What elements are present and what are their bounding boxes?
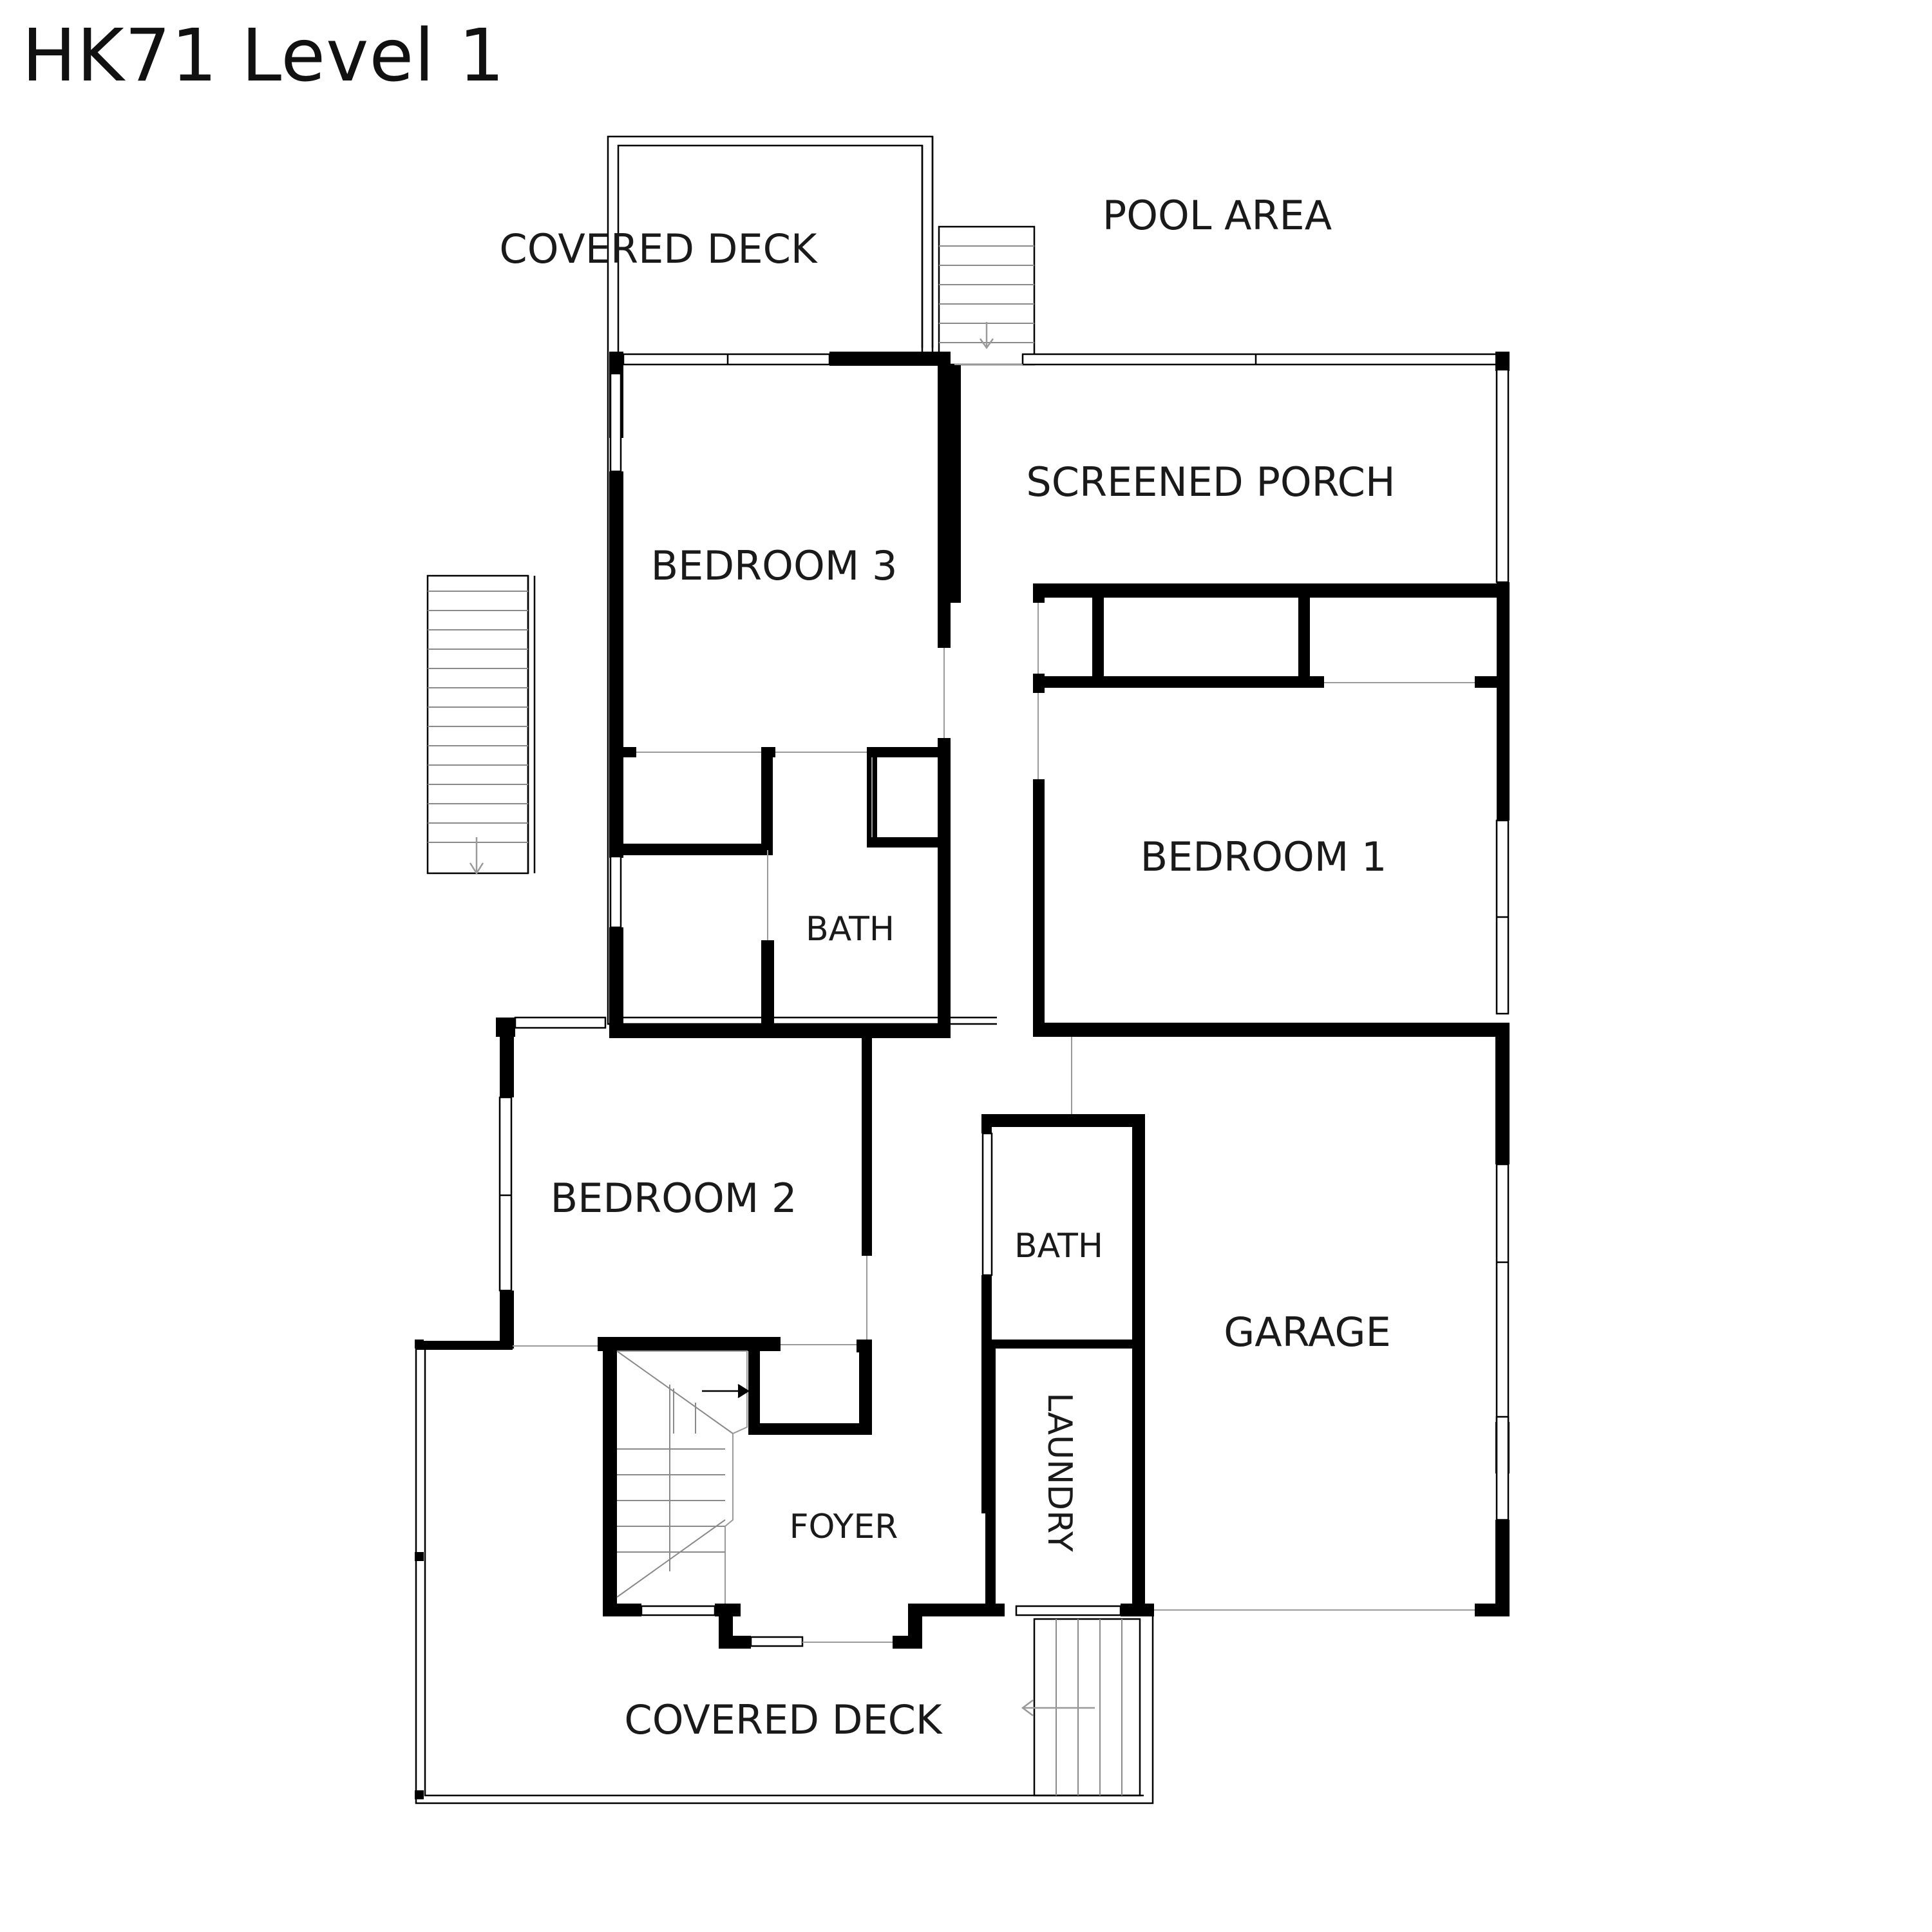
lower-deck-stairs: [1021, 1618, 1141, 1797]
label-bath-upper: BATH: [806, 910, 895, 949]
lower-deck-outline: [415, 1340, 1154, 1804]
foyer-walls: [598, 1337, 1005, 1649]
label-laundry: LAUNDRY: [1040, 1392, 1079, 1552]
label-bedroom-2: BEDROOM 2: [551, 1175, 797, 1222]
upper-deck-stairs: [426, 574, 536, 875]
foyer-stairs: [616, 1350, 750, 1604]
label-covered-deck-bottom: COVERED DECK: [624, 1696, 942, 1743]
label-bedroom-3: BEDROOM 3: [651, 542, 898, 589]
garage-walls: [1154, 1023, 1510, 1616]
pool-stairs: [938, 225, 1036, 366]
plan-title: HK71 Level 1: [22, 14, 506, 98]
label-foyer: FOYER: [790, 1508, 898, 1546]
bedroom-2-walls: [416, 1016, 872, 1352]
label-garage: GARAGE: [1224, 1309, 1391, 1356]
label-covered-deck-top: COVERED DECK: [499, 225, 817, 272]
bath-laundry-walls: [981, 1037, 1154, 1616]
bedroom-3-walls: [609, 352, 951, 1030]
label-bath-lower: BATH: [1014, 1227, 1103, 1265]
screened-porch-walls: [951, 352, 1510, 603]
closets-and-bath-upper: [609, 747, 951, 1038]
bedroom-1-walls: [1033, 582, 1510, 1037]
label-pool-area: POOL AREA: [1103, 192, 1332, 239]
label-bedroom-1: BEDROOM 1: [1141, 833, 1387, 880]
label-screened-porch: SCREENED PORCH: [1026, 459, 1395, 506]
